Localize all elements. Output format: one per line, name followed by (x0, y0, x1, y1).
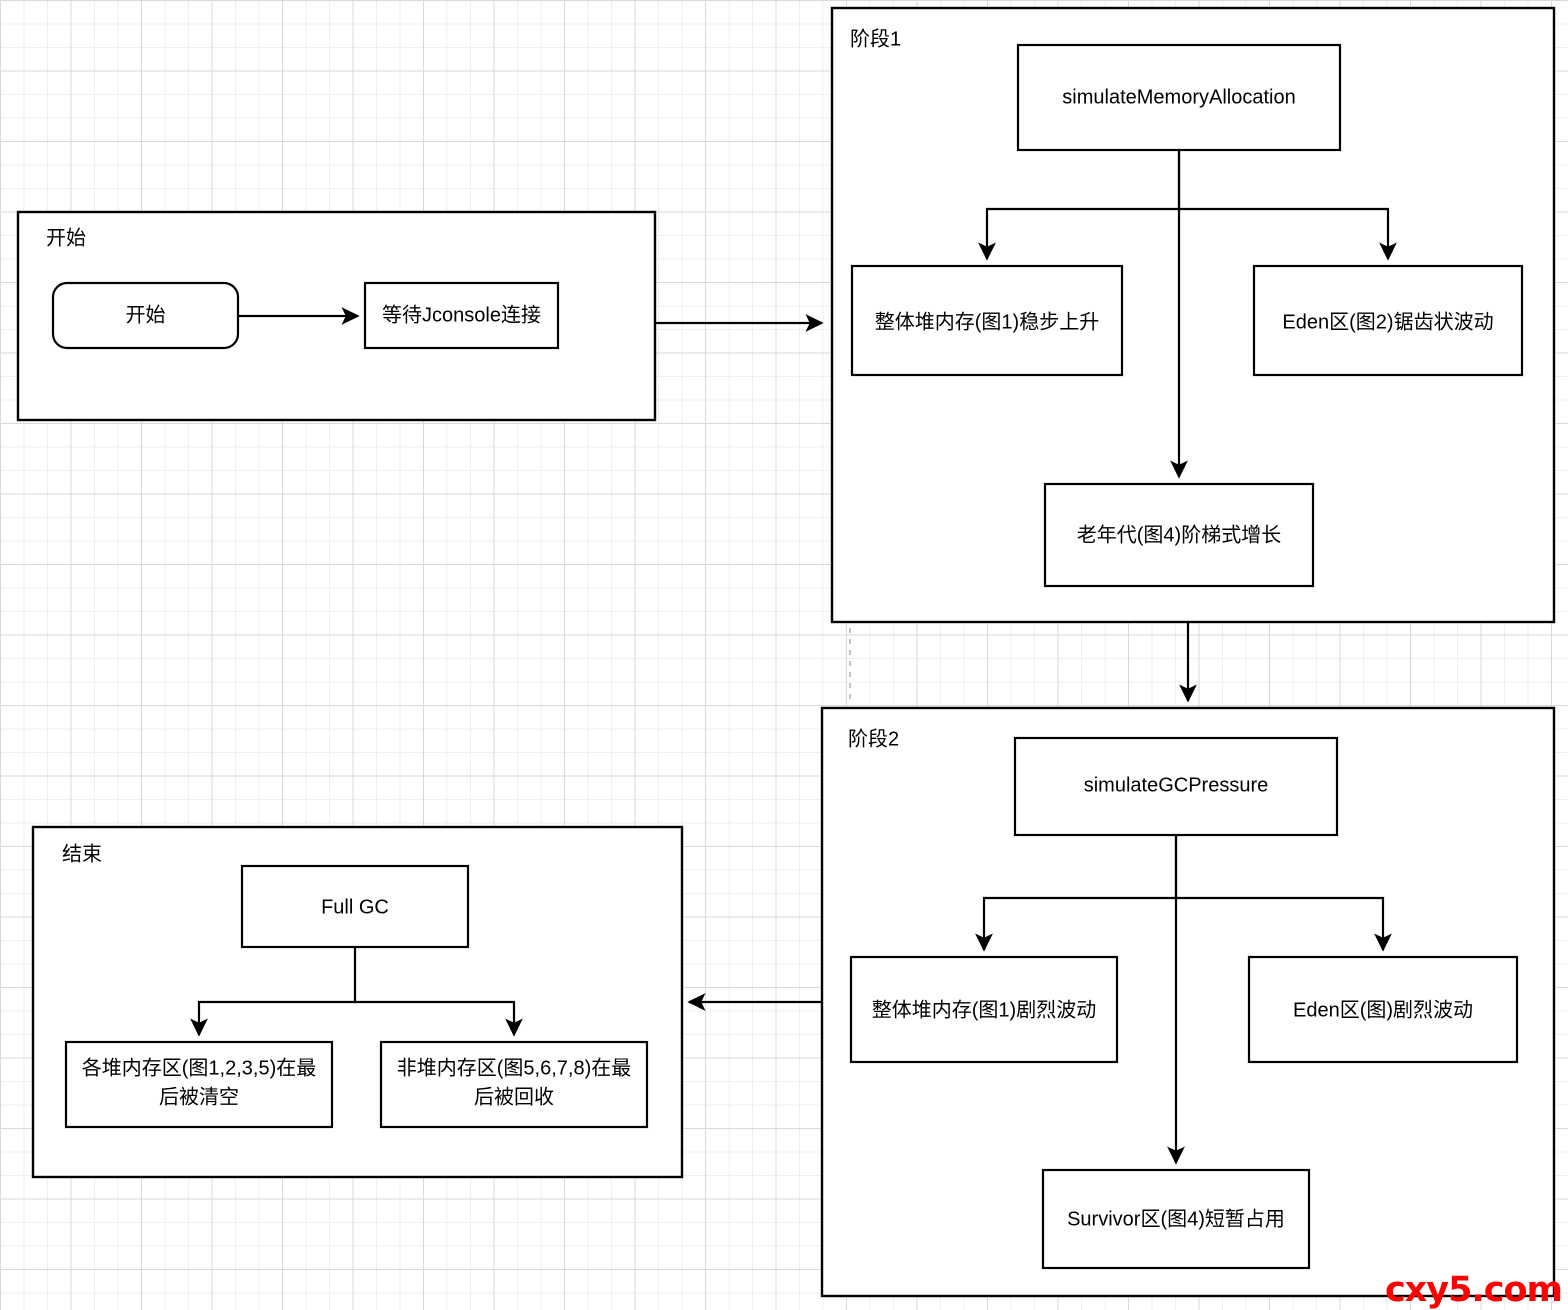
old-gen-step-label: 老年代(图4)阶梯式增长 (1077, 523, 1281, 546)
node-eden-volatile[interactable]: Eden区(图)剧烈波动 (1247, 955, 1519, 1064)
node-eden-sawtooth[interactable]: Eden区(图2)锯齿状波动 (1252, 264, 1524, 377)
survivor-brief-label: Survivor区(图4)短暂占用 (1067, 1207, 1285, 1230)
node-full-gc[interactable]: Full GC (240, 864, 470, 949)
node-heap-total-volatile[interactable]: 整体堆内存(图1)剧烈波动 (849, 955, 1119, 1064)
edge-fullgc-to-heap-cleared (190, 947, 357, 1037)
eden-volatile-shape[interactable] (1247, 955, 1519, 1064)
heap-total-volatile-label: 整体堆内存(图1)剧烈波动 (872, 998, 1096, 1021)
old-gen-step-shape[interactable] (1043, 482, 1315, 588)
node-heap-total-rise[interactable]: 整体堆内存(图1)稳步上升 (850, 264, 1124, 377)
nonheap-reclaimed-label-line2: 后被回收 (474, 1085, 554, 1108)
group-start-label: 开始 (46, 226, 86, 249)
node-wait-jconsole[interactable]: 等待Jconsole连接 (363, 281, 560, 350)
nonheap-reclaimed-label-line1: 非堆内存区(图5,6,7,8)在最 (397, 1056, 631, 1079)
nonheap-reclaimed-shape[interactable] (379, 1040, 649, 1129)
node-nonheap-reclaimed[interactable]: 非堆内存区(图5,6,7,8)在最 后被回收 (379, 1040, 649, 1129)
edge-fullgc-to-nonheap-reclaimed (355, 1000, 523, 1037)
heap-cleared-label-line1: 各堆内存区(图1,2,3,5)在最 (82, 1056, 316, 1079)
heap-cleared-label-line2: 后被清空 (159, 1085, 239, 1108)
eden-volatile-label: Eden区(图)剧烈波动 (1293, 998, 1473, 1021)
eden-sawtooth-shape[interactable] (1252, 264, 1524, 377)
node-simulate-gc-pressure[interactable]: simulateGCPressure (1013, 736, 1339, 837)
node-survivor-brief[interactable]: Survivor区(图4)短暂占用 (1041, 1168, 1311, 1270)
heap-total-volatile-shape[interactable] (849, 955, 1119, 1064)
heap-total-rise-label: 整体堆内存(图1)稳步上升 (875, 310, 1099, 333)
start-terminal-label: 开始 (126, 303, 166, 326)
simulate-memory-allocation-shape[interactable] (1016, 43, 1342, 152)
group-phase1-label: 阶段1 (850, 27, 901, 50)
eden-sawtooth-label: Eden区(图2)锯齿状波动 (1282, 310, 1493, 333)
wait-jconsole-label: 等待Jconsole连接 (382, 303, 541, 326)
heap-total-rise-shape[interactable] (850, 264, 1124, 377)
survivor-brief-shape[interactable] (1041, 1168, 1311, 1270)
wait-jconsole-shape[interactable] (363, 281, 560, 350)
node-simulate-memory-allocation[interactable]: simulateMemoryAllocation (1016, 43, 1342, 152)
full-gc-shape[interactable] (240, 864, 470, 949)
group-end-label: 结束 (62, 842, 102, 865)
simulate-memory-allocation-label: simulateMemoryAllocation (1062, 86, 1295, 108)
watermark: cxy5.com (1384, 1270, 1563, 1310)
node-old-gen-step[interactable]: 老年代(图4)阶梯式增长 (1043, 482, 1315, 588)
node-start-terminal[interactable]: 开始 (51, 281, 240, 350)
edge-sma-to-eden-sawtooth (1179, 207, 1397, 261)
edge-gcp-to-eden-volatile (1176, 896, 1392, 952)
node-heap-cleared[interactable]: 各堆内存区(图1,2,3,5)在最 后被清空 (64, 1040, 334, 1129)
simulate-gc-pressure-shape[interactable] (1013, 736, 1339, 837)
simulate-gc-pressure-label: simulateGCPressure (1084, 774, 1269, 796)
heap-cleared-shape[interactable] (64, 1040, 334, 1129)
full-gc-label: Full GC (321, 896, 389, 918)
group-phase2-label: 阶段2 (848, 727, 899, 750)
